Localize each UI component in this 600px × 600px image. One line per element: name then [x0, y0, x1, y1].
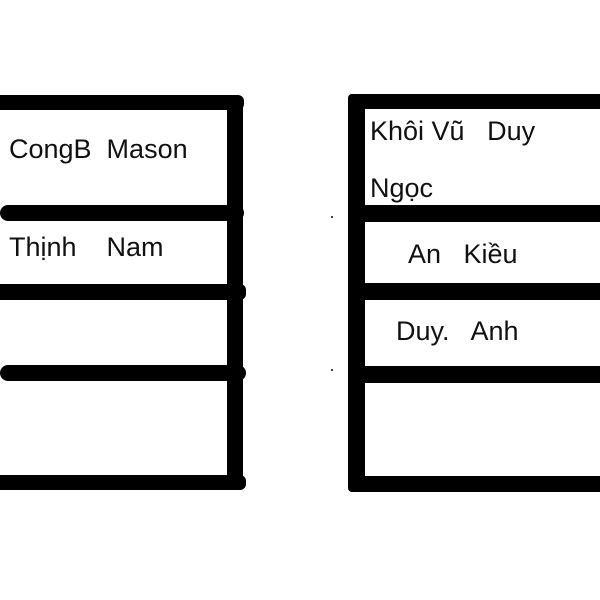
speck-1: [331, 216, 333, 218]
left-rule-2: [0, 205, 244, 221]
left-cell-1: CongB Mason: [9, 134, 188, 164]
right-cell-3: Duy. Anh: [396, 316, 519, 346]
right-cell-2: An Kiều: [408, 239, 518, 269]
right-rule-top: [348, 94, 600, 109]
left-rule-3: [0, 284, 246, 300]
right-rule-2: [348, 205, 600, 222]
right-rule-bottom: [348, 476, 600, 492]
right-rule-3: [348, 283, 600, 300]
right-cell-1-line-1: Khôi Vũ Duy: [370, 116, 536, 146]
left-rule-top: [0, 95, 244, 110]
left-border-right: [227, 98, 243, 490]
speck-2: [331, 369, 333, 371]
left-rule-4: [0, 365, 246, 381]
right-rule-4: [348, 366, 600, 383]
left-rule-bottom: [0, 475, 246, 490]
right-cell-1-line-2: Ngọc: [370, 173, 434, 203]
left-cell-2: Thịnh Nam: [9, 232, 164, 262]
